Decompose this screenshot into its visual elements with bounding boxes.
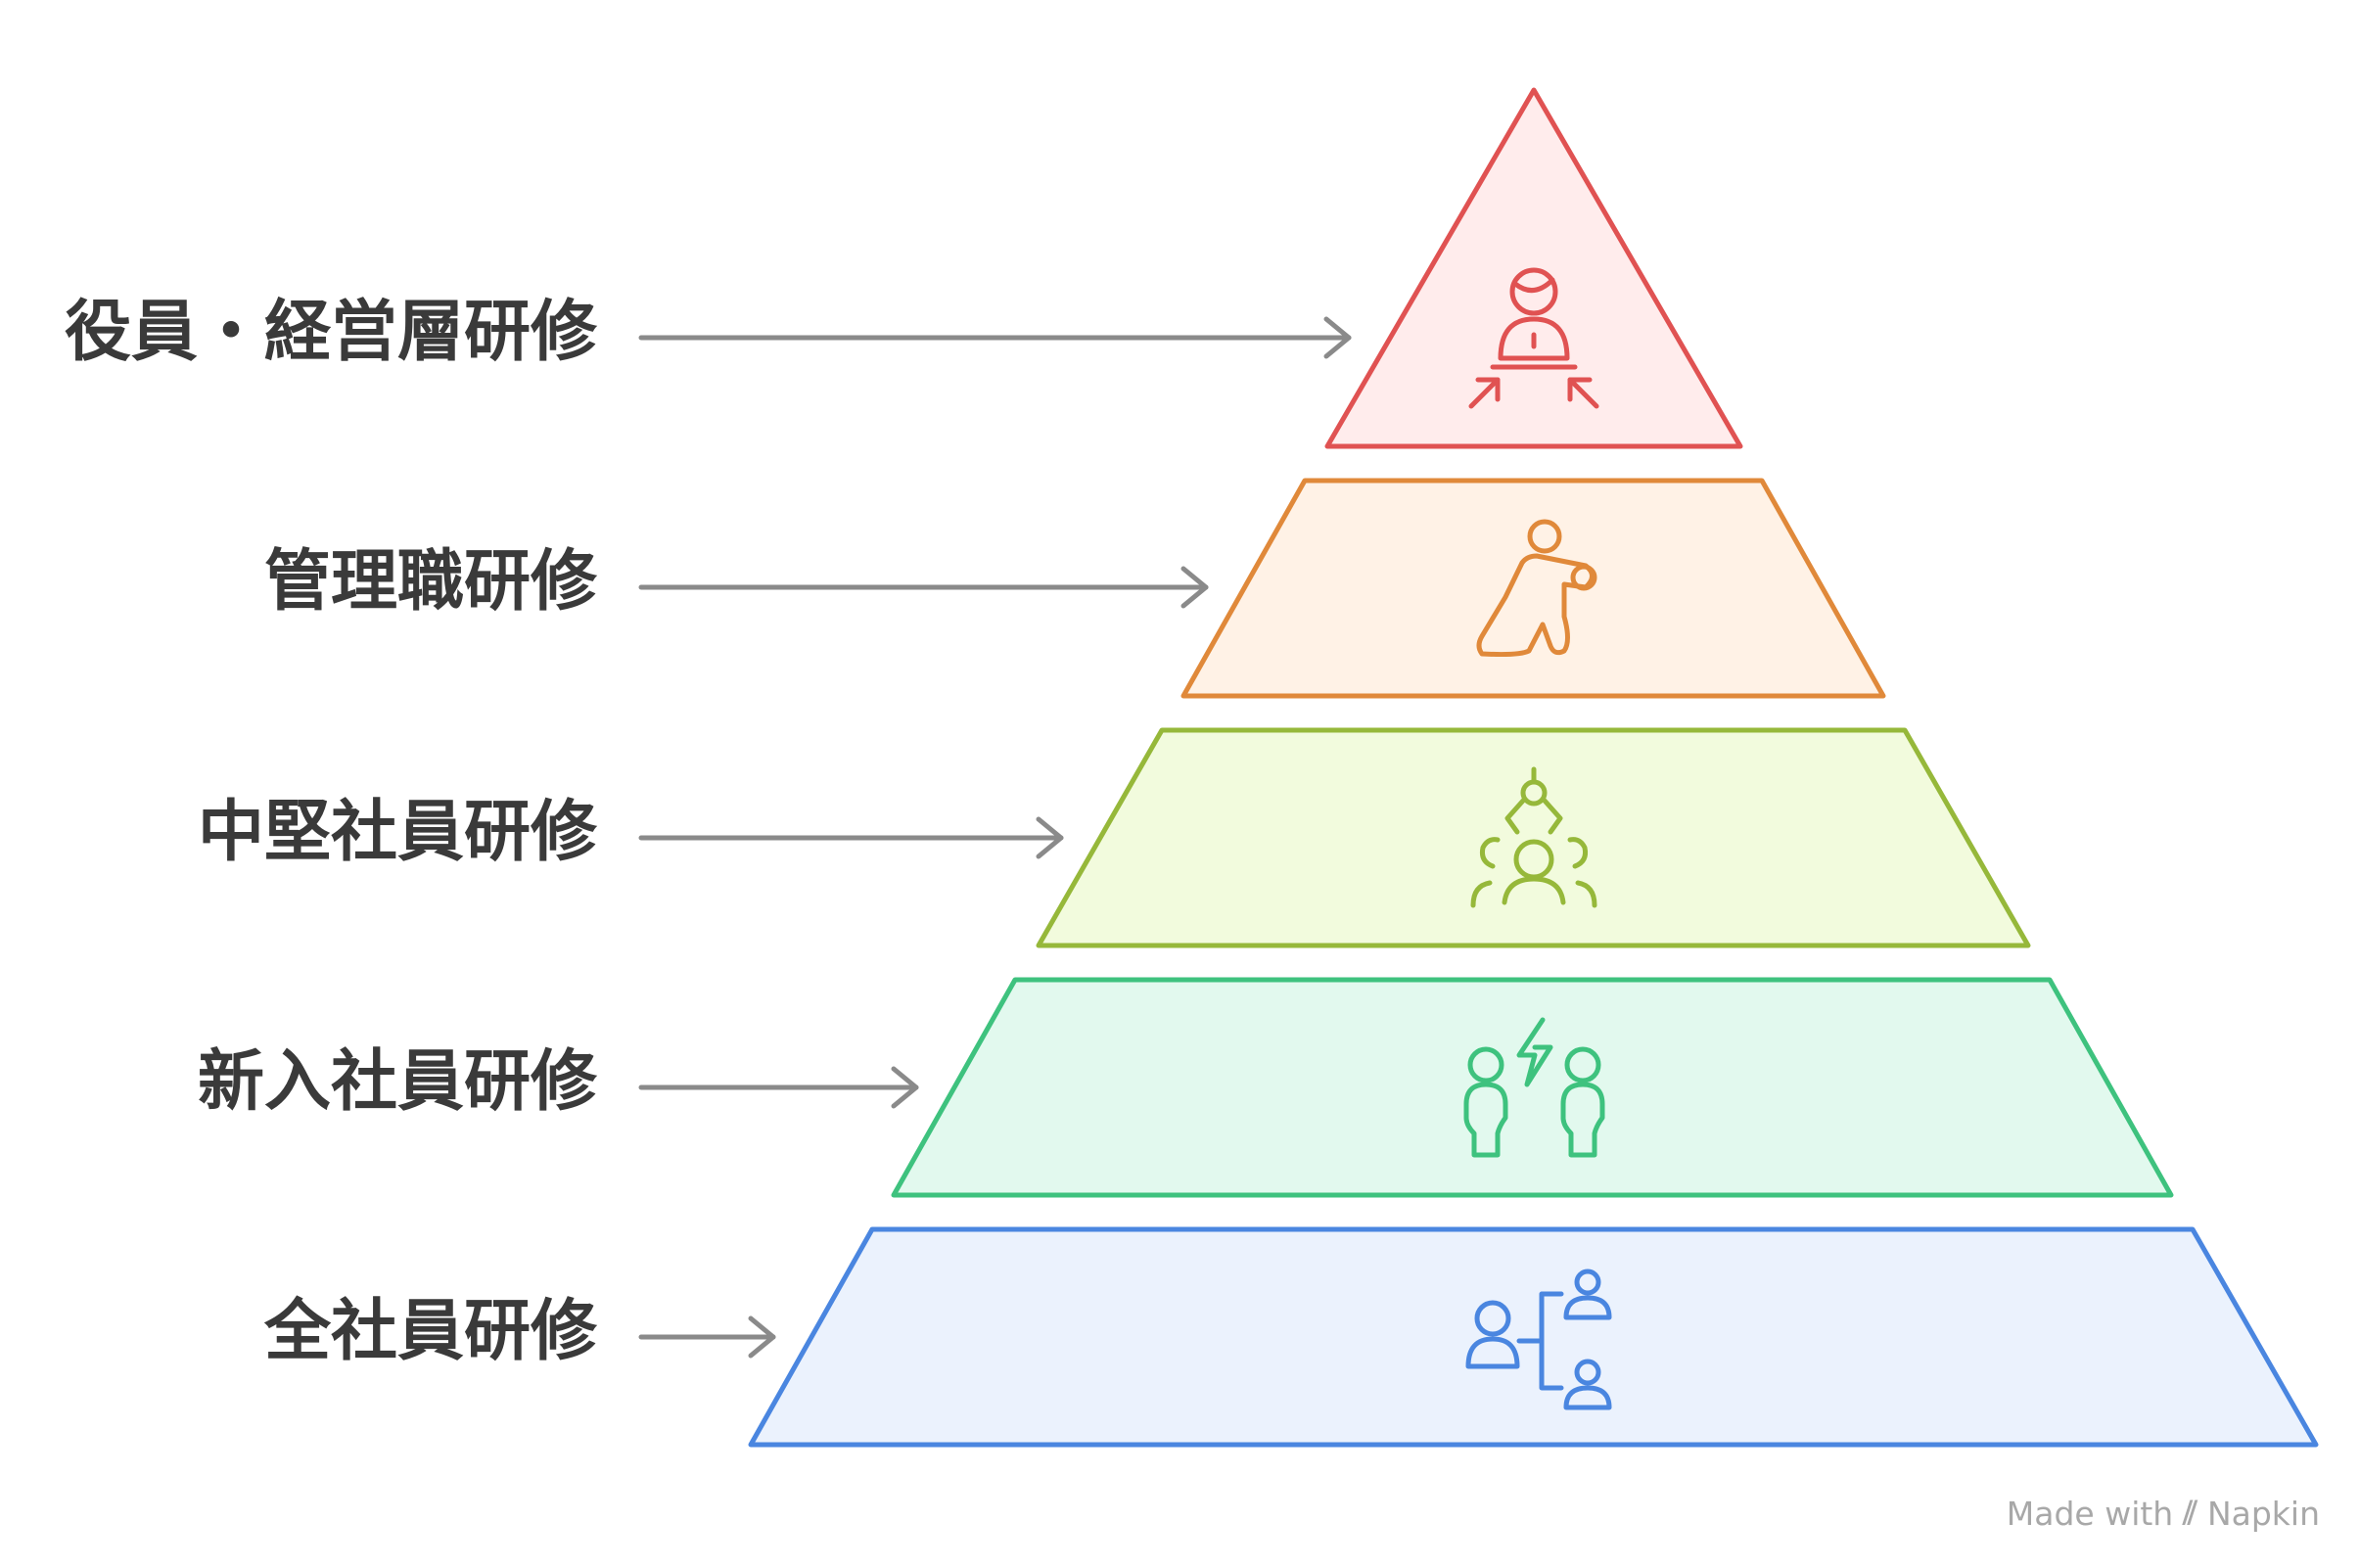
watermark-brand: Napkin [2206,1494,2320,1533]
person-pointing-icon [1476,519,1597,658]
napkin-logo-icon: ⫽ [2183,1494,2197,1532]
two-people-energy-icon [1463,1017,1605,1158]
arrow-all-employees [638,1315,776,1359]
tier-label-manager: 管理職研修 [263,543,597,621]
napkin-watermark: Made with ⫽ Napkin [2007,1494,2320,1533]
watermark-prefix: Made with [2006,1494,2174,1533]
leader-arrows-icon [1468,267,1599,409]
pyramid-tier-all-employees [748,1226,2319,1448]
group-support-icon [1470,766,1597,908]
pyramid-tier-manager [1180,478,1886,699]
tier-label-executive: 役員・経営層研修 [64,294,597,371]
tier-label-newhire: 新入社員研修 [197,1043,597,1121]
arrow-midlevel [638,816,1064,859]
people-hierarchy-icon [1465,1268,1612,1410]
arrow-manager [638,566,1209,609]
tier-label-midlevel: 中堅社員研修 [197,794,597,871]
arrow-executive [638,316,1352,359]
tier-label-all-employees: 全社員研修 [263,1293,597,1370]
pyramid-tier-newhire [891,977,2174,1198]
pyramid-tier-midlevel [1036,727,2031,948]
arrow-newhire [638,1066,919,1109]
